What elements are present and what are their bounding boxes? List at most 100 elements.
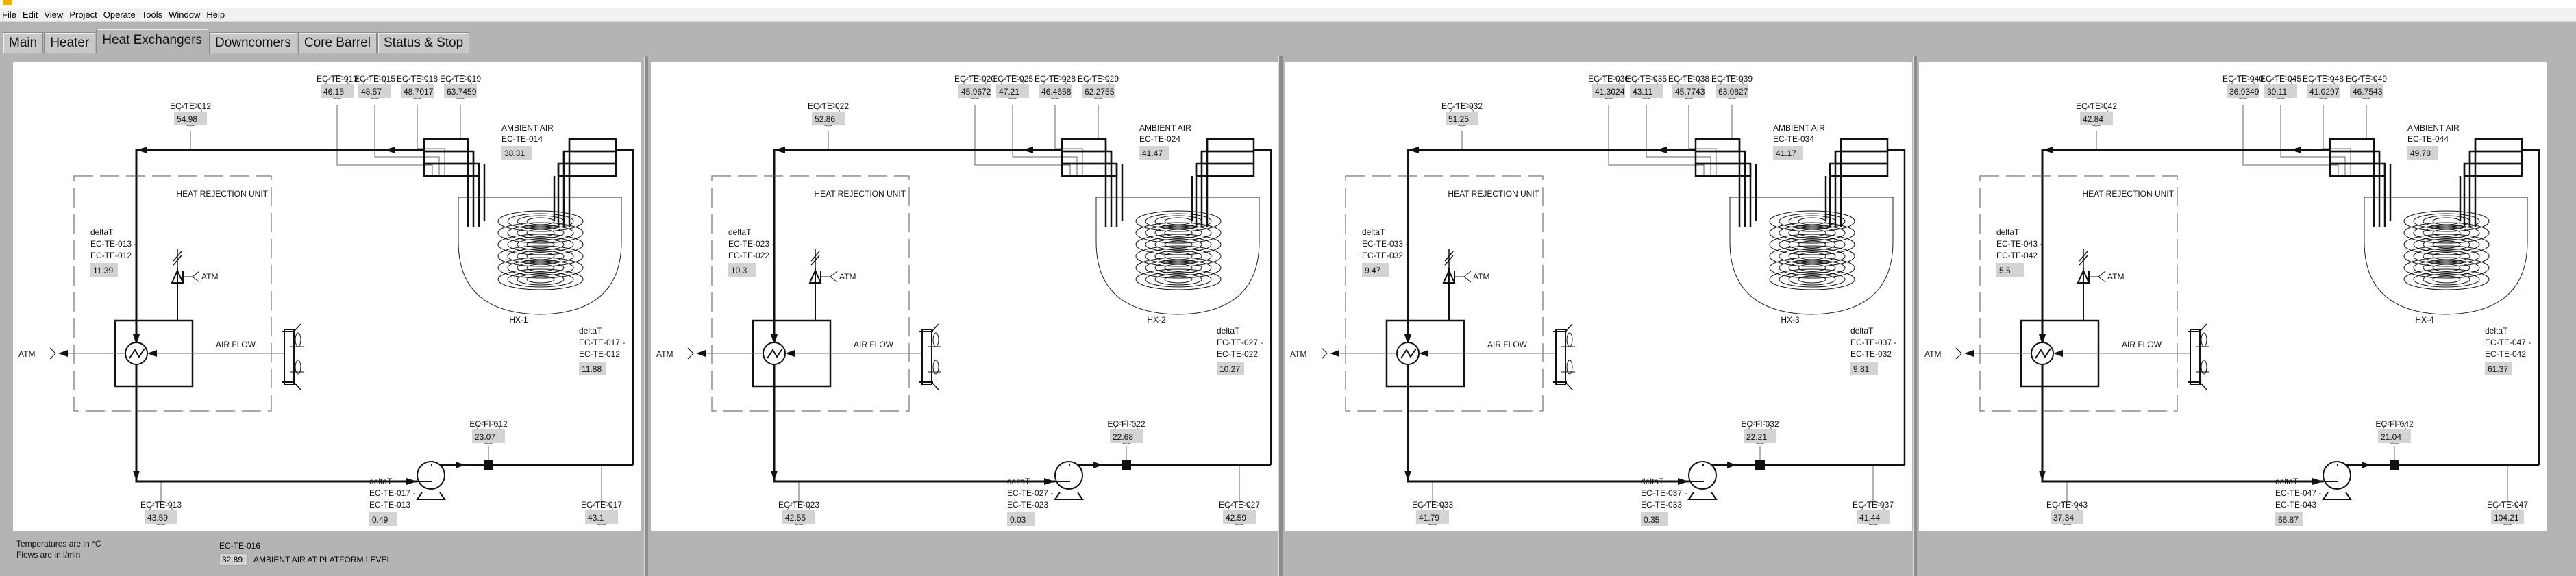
sensor-value: 47.21 bbox=[999, 87, 1019, 97]
value-box bbox=[1217, 362, 1244, 375]
delta-t-line1: EC-TE-017 - bbox=[369, 488, 415, 498]
delta-t-value: 5.5 bbox=[1999, 266, 2011, 275]
sensor-tag: EC-TE-037 bbox=[1853, 500, 1894, 510]
delta-t-line2: EC-TE-012 bbox=[579, 349, 620, 359]
menu-file[interactable]: File bbox=[2, 10, 16, 20]
hx-diagram: EC-TE-020 45.9672 EC-TE-025 47.21 EC-TE-… bbox=[656, 74, 1272, 526]
value-box bbox=[1110, 429, 1143, 443]
delta-t-line2: EC-TE-012 bbox=[90, 251, 132, 260]
sensor-tag: EC-FI-042 bbox=[2375, 419, 2414, 429]
menu-view[interactable]: View bbox=[44, 10, 64, 20]
delta-t-line1: EC-TE-027 - bbox=[1217, 338, 1263, 347]
delta-t-line1: EC-TE-047 - bbox=[2485, 338, 2531, 347]
delta-t-right: deltaT EC-TE-047 - EC-TE-042 61.37 bbox=[2485, 326, 2531, 375]
sensor-value: 43.11 bbox=[1633, 87, 1652, 97]
value-box bbox=[996, 84, 1029, 98]
pump-icon bbox=[2322, 461, 2352, 500]
sensor-tag: EC-TE-022 bbox=[808, 101, 849, 111]
tab-downcomers[interactable]: Downcomers bbox=[208, 32, 297, 53]
menu-operate[interactable]: Operate bbox=[103, 10, 136, 20]
pump-icon bbox=[1054, 461, 1084, 500]
exhaust-atm-label: ATM bbox=[18, 349, 35, 359]
sensor-leader-lines bbox=[1432, 105, 1874, 501]
vent-valve-icon bbox=[808, 249, 838, 321]
hx-panel-2: EC-TE-020 45.9672 EC-TE-025 47.21 EC-TE-… bbox=[651, 62, 1278, 531]
delta-t-label: deltaT bbox=[369, 477, 393, 486]
sensor-tag: EC-TE-048 bbox=[2303, 74, 2344, 84]
delta-t-bottom: deltaT EC-TE-017 - EC-TE-013 0.49 bbox=[369, 477, 415, 526]
sensor-value: 63.7459 bbox=[447, 87, 477, 97]
manifold-right bbox=[1191, 138, 1272, 465]
sensor-tag: EC-TE-013 bbox=[140, 500, 182, 510]
heat-exchanger-icon bbox=[2031, 342, 2054, 365]
sensor-value: 42.84 bbox=[2083, 114, 2103, 124]
delta-t-line2: EC-TE-013 bbox=[369, 500, 410, 510]
heat-exchanger-icon bbox=[125, 342, 148, 365]
coil-icon bbox=[2403, 210, 2490, 290]
delta-t-line2: EC-TE-042 bbox=[1996, 251, 2038, 260]
sensor-value: 46.4658 bbox=[1041, 87, 1072, 97]
value-box bbox=[2227, 84, 2259, 98]
menu-edit[interactable]: Edit bbox=[22, 10, 38, 20]
return-temperature-sensor: EC-TE-037 41.44 bbox=[1853, 500, 1894, 525]
menu-help[interactable]: Help bbox=[206, 10, 225, 20]
arrow-icon bbox=[1964, 350, 1974, 357]
sensor-value: 21.04 bbox=[2381, 432, 2401, 442]
value-box bbox=[1223, 510, 1256, 524]
value-box bbox=[812, 112, 845, 125]
value-box bbox=[1082, 84, 1115, 98]
panel-divider bbox=[1913, 56, 1917, 576]
top-temperature-sensor: EC-TE-035 43.11 bbox=[1626, 74, 1667, 99]
top-temperature-sensor: EC-TE-039 63.0827 bbox=[1711, 74, 1753, 99]
value-box bbox=[2350, 84, 2383, 98]
ambient-air-label: AMBIENT AIR bbox=[501, 123, 554, 133]
platform-sensor-tag: EC-TE-016 bbox=[219, 541, 261, 551]
sensor-tag: EC-TE-047 bbox=[2487, 500, 2528, 510]
delta-t-line2: EC-TE-032 bbox=[1850, 349, 1892, 359]
tab-status-stop[interactable]: Status & Stop bbox=[377, 32, 470, 53]
outlet-temperature-sensor: EC-TE-013 43.59 bbox=[140, 500, 182, 525]
coil-icon bbox=[1135, 210, 1222, 290]
top-temperature-sensor: EC-TE-038 45.7743 bbox=[1668, 74, 1709, 99]
vent-atm-label: ATM bbox=[1473, 272, 1489, 281]
vent-valve-icon bbox=[171, 249, 200, 321]
delta-t-value: 10.3 bbox=[731, 266, 747, 275]
tab-main[interactable]: Main bbox=[3, 32, 44, 53]
hx-label: HX-2 bbox=[1147, 315, 1166, 325]
sensor-value: 43.1 bbox=[588, 513, 604, 523]
hx-vessel bbox=[1729, 197, 1894, 315]
tab-core-barrel[interactable]: Core Barrel bbox=[297, 32, 377, 53]
outlet-temperature-sensor: EC-TE-043 37.34 bbox=[2046, 500, 2088, 525]
delta-t-line1: EC-TE-017 - bbox=[579, 338, 625, 347]
delta-t-left: deltaT EC-TE-033 - EC-TE-032 9.47 bbox=[1362, 227, 1408, 277]
sensor-value: 45.9672 bbox=[961, 87, 991, 97]
platform-sensor-value: 32.89 bbox=[219, 553, 248, 566]
fan-icon bbox=[919, 323, 941, 390]
sensor-tag: EC-FI-032 bbox=[1741, 419, 1779, 429]
menu-window[interactable]: Window bbox=[169, 10, 201, 20]
arrow-icon bbox=[1330, 350, 1339, 357]
flow-arrow-icons bbox=[771, 147, 1103, 485]
sensor-value: 23.07 bbox=[475, 432, 495, 442]
delta-t-label: deltaT bbox=[2275, 477, 2299, 486]
ambient-air-value: 38.31 bbox=[504, 149, 525, 158]
vent-atm-label: ATM bbox=[839, 272, 856, 281]
sensor-leader-lines bbox=[2066, 105, 2508, 501]
sensor-tag: EC-TE-028 bbox=[1035, 74, 1076, 84]
atm-vent-icon bbox=[49, 347, 56, 360]
value-box bbox=[1446, 112, 1478, 125]
sensor-value: 51.25 bbox=[1448, 114, 1469, 124]
delta-t-label: deltaT bbox=[728, 227, 752, 237]
tab-heater[interactable]: Heater bbox=[44, 32, 96, 53]
delta-t-value: 11.39 bbox=[93, 266, 113, 275]
menu-tools[interactable]: Tools bbox=[141, 10, 163, 20]
panel-divider bbox=[644, 56, 648, 576]
tab-heat-exchangers[interactable]: Heat Exchangers bbox=[96, 29, 208, 53]
air-flow-label: AIR FLOW bbox=[1487, 340, 1528, 349]
heat-rejection-unit-boundary bbox=[1345, 175, 1544, 412]
manifold-right bbox=[2459, 138, 2540, 465]
hx-diagram: EC-TE-010 46.15 EC-TE-015 48.57 EC-TE-01… bbox=[18, 74, 634, 526]
menu-project[interactable]: Project bbox=[69, 10, 97, 20]
delta-t-left: deltaT EC-TE-013 - EC-TE-012 11.39 bbox=[90, 227, 136, 277]
flow-sensor: EC-FI-042 21.04 bbox=[2375, 419, 2414, 444]
